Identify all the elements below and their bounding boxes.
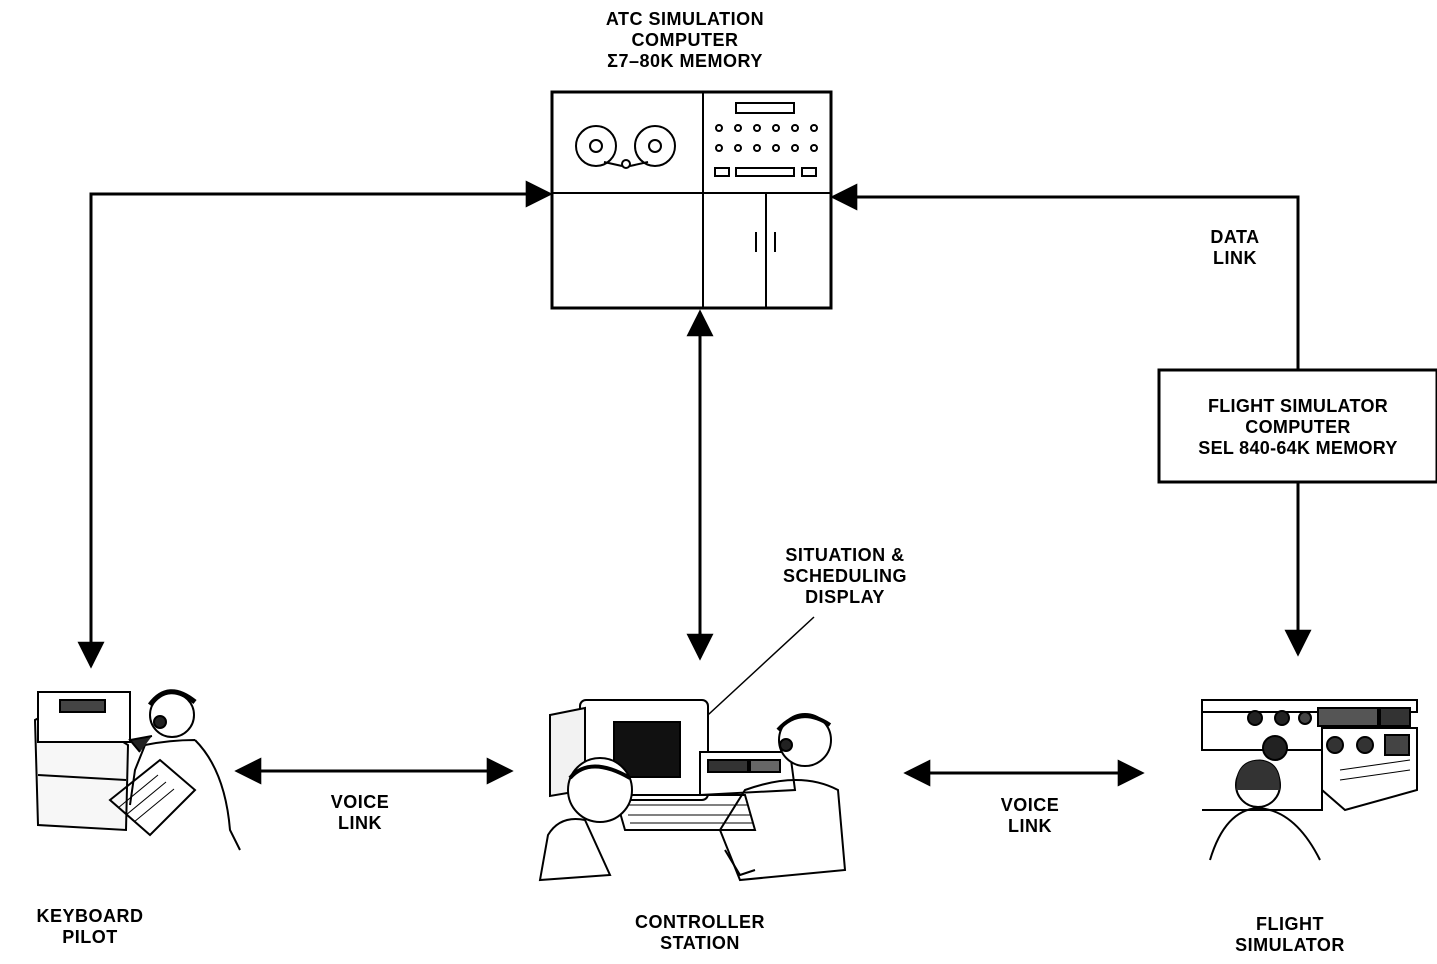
keyboard-pilot-label-line2: PILOT [20, 927, 160, 948]
tape-reel-icon [576, 126, 675, 168]
data-link-label-line1: DATA [1185, 227, 1285, 248]
data-link-label: DATA LINK [1185, 227, 1285, 269]
flight-simulator-illustration [1202, 700, 1417, 860]
atc-computer-illustration [552, 92, 831, 308]
voice-link-left-label-line1: VOICE [310, 792, 410, 813]
data-link-line [833, 197, 1298, 370]
connection-lines [91, 194, 1298, 773]
control-panel-icon [715, 103, 817, 176]
left-link-line [91, 194, 550, 666]
flight-sim-computer-label-line1: FLIGHT SIMULATOR [1162, 396, 1434, 417]
keyboard-pilot-label: KEYBOARD PILOT [20, 906, 160, 948]
flight-simulator-label-line2: SIMULATOR [1220, 935, 1360, 956]
atc-computer-label-line3: Σ7–80K MEMORY [560, 51, 810, 72]
data-link-label-line2: LINK [1185, 248, 1285, 269]
voice-link-right-label-line2: LINK [980, 816, 1080, 837]
voice-link-right-label: VOICE LINK [980, 795, 1080, 837]
situation-display-label: SITUATION & SCHEDULING DISPLAY [760, 545, 930, 608]
controller-station-illustration [540, 700, 845, 880]
atc-computer-label-line2: COMPUTER [560, 30, 810, 51]
flight-sim-computer-label-line2: COMPUTER [1162, 417, 1434, 438]
flight-sim-computer-label: FLIGHT SIMULATOR COMPUTER SEL 840-64K ME… [1162, 396, 1434, 459]
situation-display-label-line1: SITUATION & [760, 545, 930, 566]
situation-display-label-line3: DISPLAY [760, 587, 930, 608]
flight-simulator-label: FLIGHT SIMULATOR [1220, 914, 1360, 956]
controller-station-label: CONTROLLER STATION [610, 912, 790, 954]
voice-link-right-label-line1: VOICE [980, 795, 1080, 816]
atc-computer-label-line1: ATC SIMULATION [560, 9, 810, 30]
controller-station-label-line2: STATION [610, 933, 790, 954]
atc-computer-label: ATC SIMULATION COMPUTER Σ7–80K MEMORY [560, 9, 810, 72]
controller-station-label-line1: CONTROLLER [610, 912, 790, 933]
flight-sim-computer-label-line3: SEL 840-64K MEMORY [1162, 438, 1434, 459]
voice-link-left-label-line2: LINK [310, 813, 410, 834]
voice-link-left-label: VOICE LINK [310, 792, 410, 834]
keyboard-pilot-label-line1: KEYBOARD [20, 906, 160, 927]
flight-simulator-label-line1: FLIGHT [1220, 914, 1360, 935]
keyboard-pilot-illustration [35, 692, 240, 850]
situation-display-label-line2: SCHEDULING [760, 566, 930, 587]
